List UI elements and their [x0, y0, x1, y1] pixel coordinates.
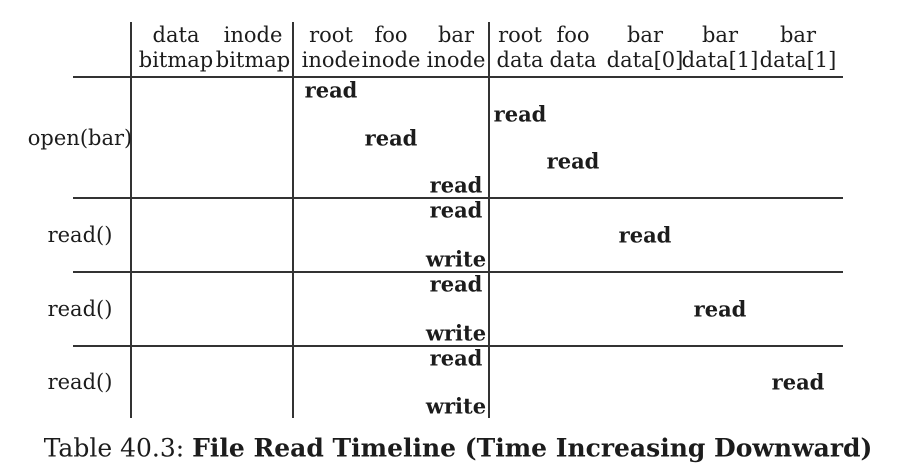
table-rule-horizontal: [73, 76, 843, 78]
column-header-line1: bar: [779, 23, 817, 47]
timeline-cell-read: read: [546, 148, 600, 174]
table-rule-vertical: [292, 22, 294, 418]
column-header-line2: bitmap: [215, 48, 291, 72]
table-rule-vertical: [130, 22, 132, 418]
row-label: read(): [47, 222, 113, 247]
row-label: open(bar): [27, 125, 133, 150]
table-rule-horizontal: [73, 345, 843, 347]
column-header-line1: bar: [626, 23, 664, 47]
timeline-cell-write: write: [425, 320, 487, 346]
column-header-line1: foo: [374, 23, 408, 47]
caption-prefix: Table 40.3:: [43, 433, 185, 463]
caption-title: File Read Timeline (Time Increasing Down…: [192, 433, 873, 463]
timeline-cell-read: read: [771, 369, 825, 395]
column-header-line1: root: [498, 23, 542, 47]
timeline-cell-read: read: [429, 197, 483, 223]
row-label: read(): [47, 370, 113, 394]
column-header-line1: bar: [437, 23, 475, 47]
row-label: read(): [47, 296, 113, 321]
table-rule-vertical: [488, 22, 490, 418]
timeline-cell-write: write: [425, 246, 487, 272]
table-caption: Table 40.3: File Read Timeline (Time Inc…: [44, 434, 873, 463]
column-header-line1: inode: [223, 23, 283, 47]
column-header-line2: data[1]: [759, 48, 837, 72]
timeline-cell-read: read: [429, 345, 483, 371]
column-header-line2: inode: [426, 48, 486, 72]
table-rule-horizontal: [73, 271, 843, 273]
column-header-line2: inode: [361, 48, 421, 72]
column-header-line1: root: [309, 23, 353, 47]
column-header-line1: foo: [556, 23, 590, 47]
table-rule-horizontal: [73, 197, 843, 199]
column-header-line2: bitmap: [138, 48, 214, 72]
timeline-cell-read: read: [493, 101, 547, 127]
timeline-cell-read: read: [429, 271, 483, 297]
timeline-cell-read: read: [693, 296, 747, 321]
column-header-line2: data[0]: [606, 48, 684, 72]
timeline-cell-read: read: [618, 222, 672, 247]
timeline-cell-write: write: [425, 393, 487, 419]
column-header-line1: data: [152, 23, 200, 47]
column-header-line2: data: [496, 48, 544, 72]
column-header-line2: inode: [301, 48, 361, 72]
column-header-line1: bar: [701, 23, 739, 47]
column-header-line2: data: [549, 48, 597, 72]
column-header-line2: data[1]: [681, 48, 759, 72]
timeline-cell-read: read: [364, 125, 418, 150]
timeline-cell-read: read: [429, 172, 483, 198]
timeline-cell-read: read: [304, 77, 358, 103]
